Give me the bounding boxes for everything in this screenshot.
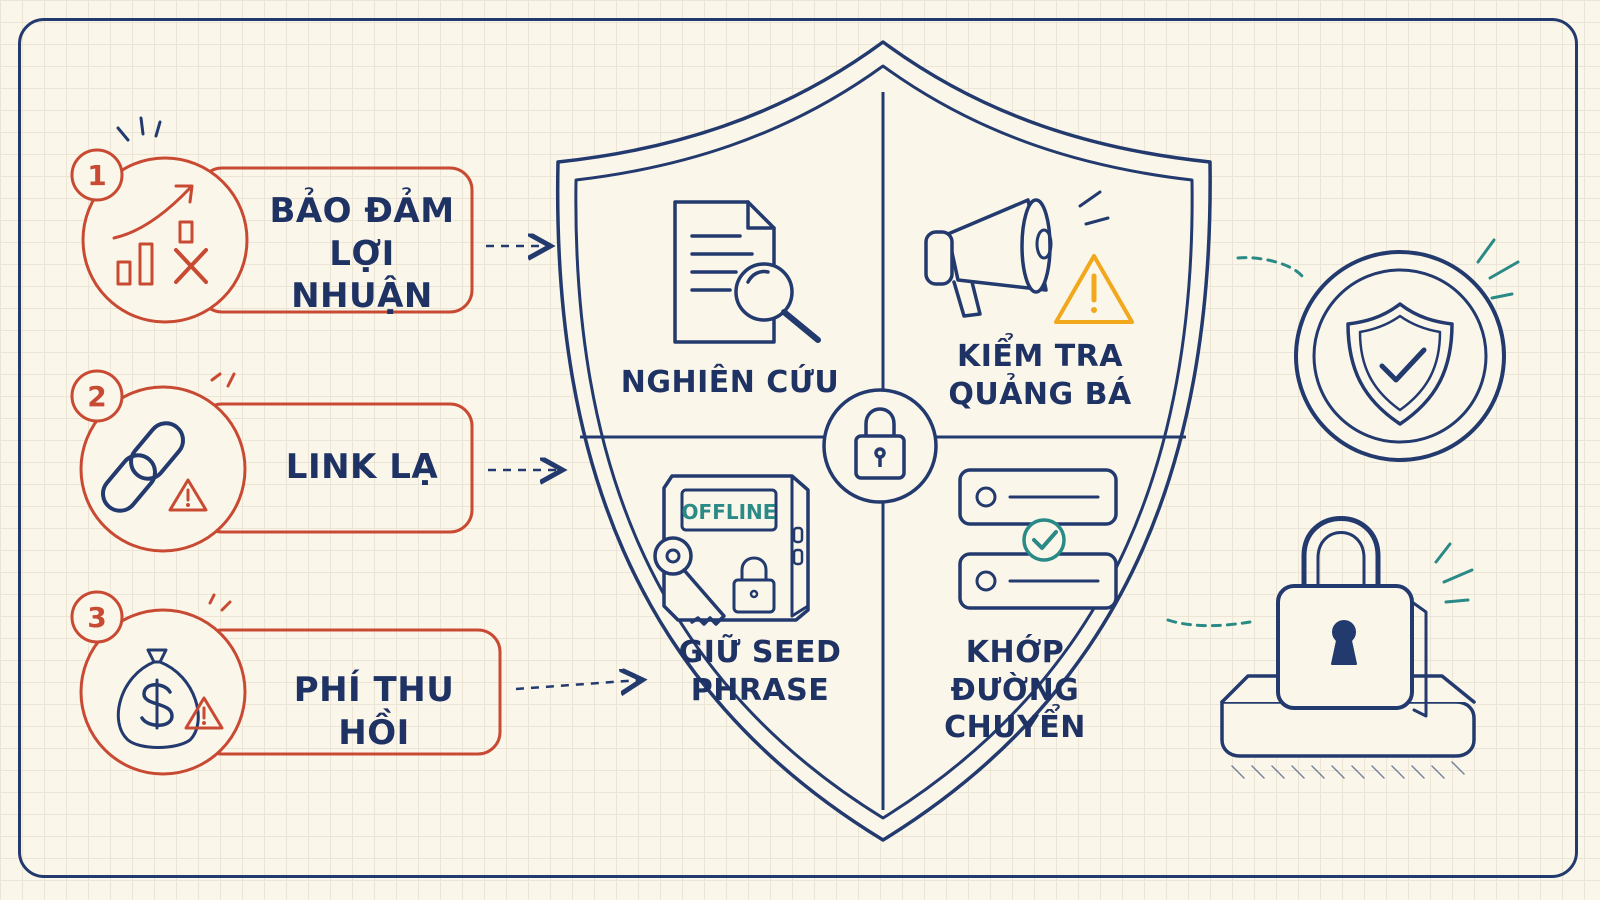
quadrant-label-line: KIỂM TRA [957,339,1123,374]
quadrant-label-research: NGHIÊN CỨU [620,364,840,402]
quadrant-label-route: KHỚP ĐƯỜNG CHUYỂN [900,634,1130,747]
risk-item-3 [70,590,640,776]
risk-item-1 [70,116,548,324]
risk-label-line: PHÍ THU HỒI [293,670,455,753]
offline-wallet-key-icon [653,474,810,626]
quadrant-label-line: NGHIÊN CỨU [620,365,840,400]
padlock-icon [854,407,906,480]
outer-frame [18,18,1578,878]
offline-device-label: OFFLINE [682,500,777,524]
shield-check-badge [1236,238,1520,462]
chart-cross-icon [112,184,208,286]
risk-number-2: 2 [87,380,106,413]
quadrant-label-line: KHỚP ĐƯỜNG [950,635,1080,708]
checklist-icon [958,468,1118,610]
risk-label-2: LINK LẠ [262,446,462,489]
burst-marks [208,593,232,612]
quadrant-label-line: PHRASE [690,672,830,708]
money-bag-warning-icon [116,648,224,749]
document-magnifier-icon [673,200,821,344]
quadrant-label-seed: GIỮ SEED PHRASE [660,634,860,709]
risk-label-line: BẢO ĐẢM [269,191,455,231]
risk-label-line: LINK LẠ [285,447,439,487]
dashed-arrow [515,680,640,689]
number-badge [70,590,124,644]
risk-label-line: LỢI NHUẬN [291,233,433,317]
padlock-base-icon [1166,516,1476,779]
burst-marks [116,116,162,142]
quadrant-label-line: GIỮ SEED [678,635,842,670]
burst-marks [210,372,236,388]
shield-inner [574,64,1194,820]
quadrant-label-line: CHUYỂN [944,710,1086,745]
quadrant-label-line: QUẢNG BÁ [948,376,1132,412]
risk-label-1: BẢO ĐẢM LỢI NHUẬN [262,190,462,318]
risk-label-3: PHÍ THU HỒI [256,669,492,754]
number-badge [70,148,124,202]
quadrant-label-promo: KIỂM TRA QUẢNG BÁ [930,338,1150,413]
shield-center-circle [822,388,938,504]
risk-number-3: 3 [87,601,106,634]
risk-item-2 [70,369,560,553]
chain-link-warning-icon [101,421,208,513]
risk-number-1: 1 [87,159,106,192]
megaphone-warning-icon [924,190,1134,324]
number-badge [70,369,124,423]
